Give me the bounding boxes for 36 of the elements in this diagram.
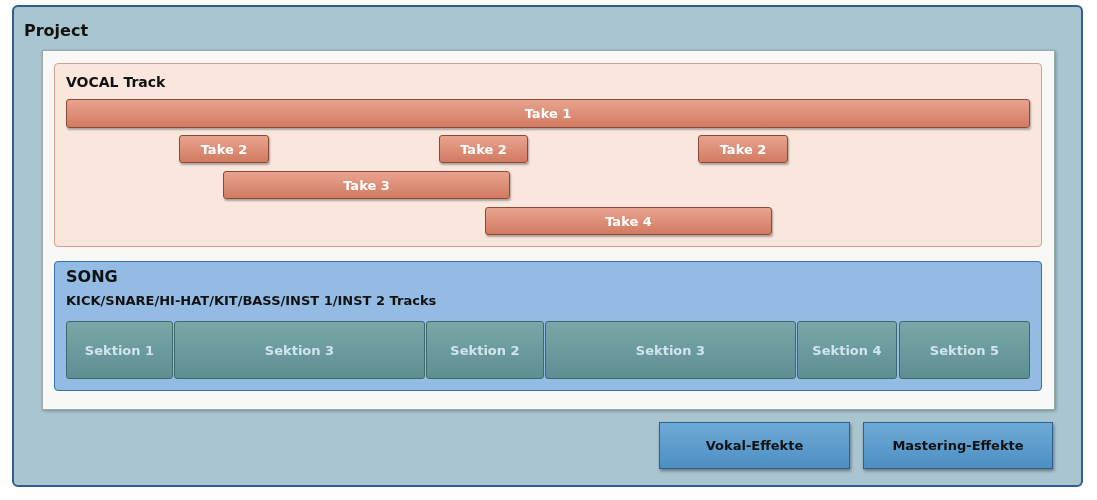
section-block bbox=[899, 321, 1030, 379]
effect-button bbox=[659, 422, 850, 469]
section-block bbox=[426, 321, 544, 379]
take-bar bbox=[698, 135, 788, 163]
take-bar bbox=[66, 99, 1030, 128]
label: Mastering-Effekte bbox=[892, 438, 1024, 453]
label: Sektion 1 bbox=[84, 342, 155, 358]
label: Take 2 bbox=[460, 141, 507, 157]
label: Take 2 bbox=[200, 141, 248, 157]
section-block bbox=[797, 321, 897, 379]
label: Sektion 4 bbox=[812, 342, 882, 358]
effect-button bbox=[863, 422, 1053, 469]
label: Vokal-Effekte bbox=[705, 438, 804, 453]
heading: Project bbox=[24, 21, 89, 40]
section-block bbox=[545, 321, 796, 379]
take-bar bbox=[485, 207, 772, 235]
section-block bbox=[66, 321, 173, 379]
label: Sektion 2 bbox=[450, 342, 520, 358]
label: Take 3 bbox=[343, 177, 390, 193]
subheading: KICK/SNARE/HI-HAT/KIT/BASS/INST 1/INST 2 Tracks bbox=[66, 293, 437, 308]
track-panel bbox=[54, 261, 1042, 391]
project-container bbox=[12, 5, 1083, 487]
take-bar bbox=[179, 135, 269, 163]
heading: SONG bbox=[66, 267, 118, 286]
label: Take 4 bbox=[605, 213, 652, 229]
heading: VOCAL Track bbox=[66, 74, 166, 90]
label: Take 2 bbox=[719, 141, 767, 157]
track-panel bbox=[54, 63, 1042, 247]
take-bar bbox=[439, 135, 528, 163]
label: Sektion 3 bbox=[635, 342, 706, 358]
take-bar bbox=[223, 171, 510, 199]
label: Sektion 3 bbox=[264, 342, 335, 358]
label: Sektion 5 bbox=[929, 342, 1000, 358]
panel-background bbox=[42, 50, 1055, 410]
label: Take 1 bbox=[524, 106, 572, 121]
section-block bbox=[174, 321, 425, 379]
